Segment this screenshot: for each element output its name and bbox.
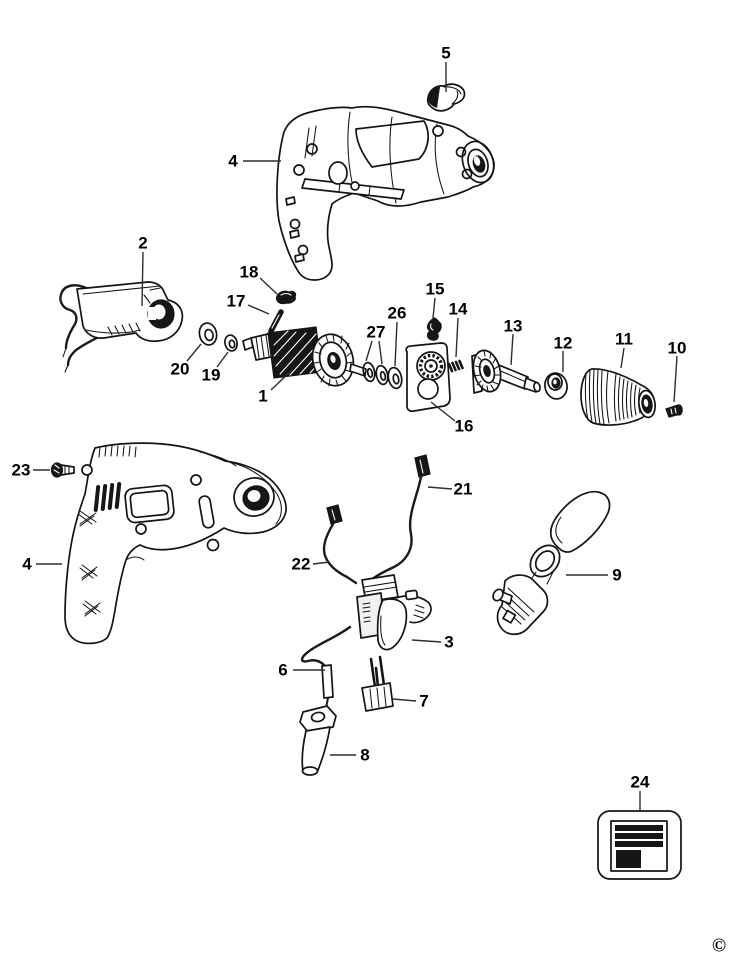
housing-half-top-part-4: [276, 105, 495, 281]
leader-line-part-22: [312, 561, 331, 565]
spring-part-14: [447, 359, 464, 373]
part-label-14: 14: [449, 300, 468, 319]
leader-line-part-10: [673, 355, 678, 403]
part-label-16: 16: [455, 417, 474, 436]
leader-line-part-15: [432, 297, 436, 319]
leader-line-part-7: [392, 698, 417, 702]
part-label-21: 21: [454, 480, 473, 499]
part-label-12: 12: [554, 334, 573, 353]
cord-guard-part-8: [299, 705, 337, 776]
leader-line-part-14: [455, 317, 459, 358]
chuck-part-11: [580, 368, 656, 426]
screw-part-10: [665, 404, 683, 418]
leader-line-part-26: [394, 321, 398, 367]
bushing-part-12: [544, 372, 568, 400]
part-label-23: 23: [12, 461, 31, 480]
part-label-15: 15: [426, 280, 445, 299]
part-label-19: 19: [202, 366, 221, 385]
armature-part-1: [242, 326, 367, 387]
wire-lead-part-21: [365, 454, 431, 586]
part-label-4: 4: [228, 152, 238, 171]
wire-part-6: [300, 625, 352, 709]
part-label-18: 18: [240, 263, 259, 282]
part-label-13: 13: [504, 317, 523, 336]
leader-line-part-21: [427, 486, 453, 490]
nameplate-part-24: [597, 810, 682, 880]
part-label-27: 27: [367, 323, 386, 342]
part-label-11: 11: [615, 330, 633, 349]
part-label-10: 10: [668, 339, 687, 358]
leader-line-part-17: [247, 304, 270, 315]
leader-line-part-19: [216, 351, 229, 368]
part-label-6: 6: [278, 661, 287, 680]
part-label-8: 8: [360, 746, 369, 765]
part-label-26: 26: [388, 304, 407, 323]
copyright-symbol: ©: [712, 936, 726, 957]
washer-part-19: [224, 334, 238, 352]
part-label-17: 17: [227, 292, 246, 311]
cord-clamp-part-7: [361, 655, 394, 712]
leader-line-part-16: [430, 401, 456, 422]
leader-line-part-20: [186, 343, 202, 362]
side-handle-part-9: [492, 490, 611, 636]
leader-line-part-18: [259, 277, 278, 295]
bearing-part-20: [198, 322, 218, 346]
lever-part-15: [426, 317, 442, 341]
washers-part-27: [362, 361, 389, 386]
wire-lead-part-22: [322, 504, 358, 585]
screw-part-23: [50, 462, 75, 478]
part-label-4: 4: [22, 555, 32, 574]
bearing-bracket-part-16: [405, 342, 451, 413]
leader-line-part-3: [411, 639, 442, 643]
nut-part-18: [275, 290, 297, 305]
leader-line-part-1: [270, 369, 293, 391]
spindle-part-13: [471, 349, 541, 394]
part-label-9: 9: [612, 566, 621, 585]
lock-button-part-5: [426, 83, 466, 112]
leader-line-part-2: [141, 251, 144, 307]
leader-line-part-13: [510, 333, 514, 366]
screw-part-17: [268, 309, 284, 334]
part-label-5: 5: [441, 44, 450, 63]
housing-half-bottom-part-4: [64, 442, 287, 645]
leader-line-part-11: [620, 347, 625, 369]
part-label-7: 7: [419, 692, 428, 711]
leader-line-part-27: [365, 340, 373, 362]
field-assembly-part-2: [59, 281, 184, 373]
part-label-3: 3: [444, 633, 453, 652]
washer-part-26: [387, 366, 403, 390]
part-label-20: 20: [171, 360, 190, 379]
part-label-22: 22: [292, 555, 311, 574]
switch-part-3: [356, 574, 432, 651]
part-label-24: 24: [631, 773, 650, 792]
part-label-1: 1: [258, 387, 267, 406]
leader-line-part-27: [378, 340, 383, 365]
part-label-2: 2: [138, 234, 147, 253]
